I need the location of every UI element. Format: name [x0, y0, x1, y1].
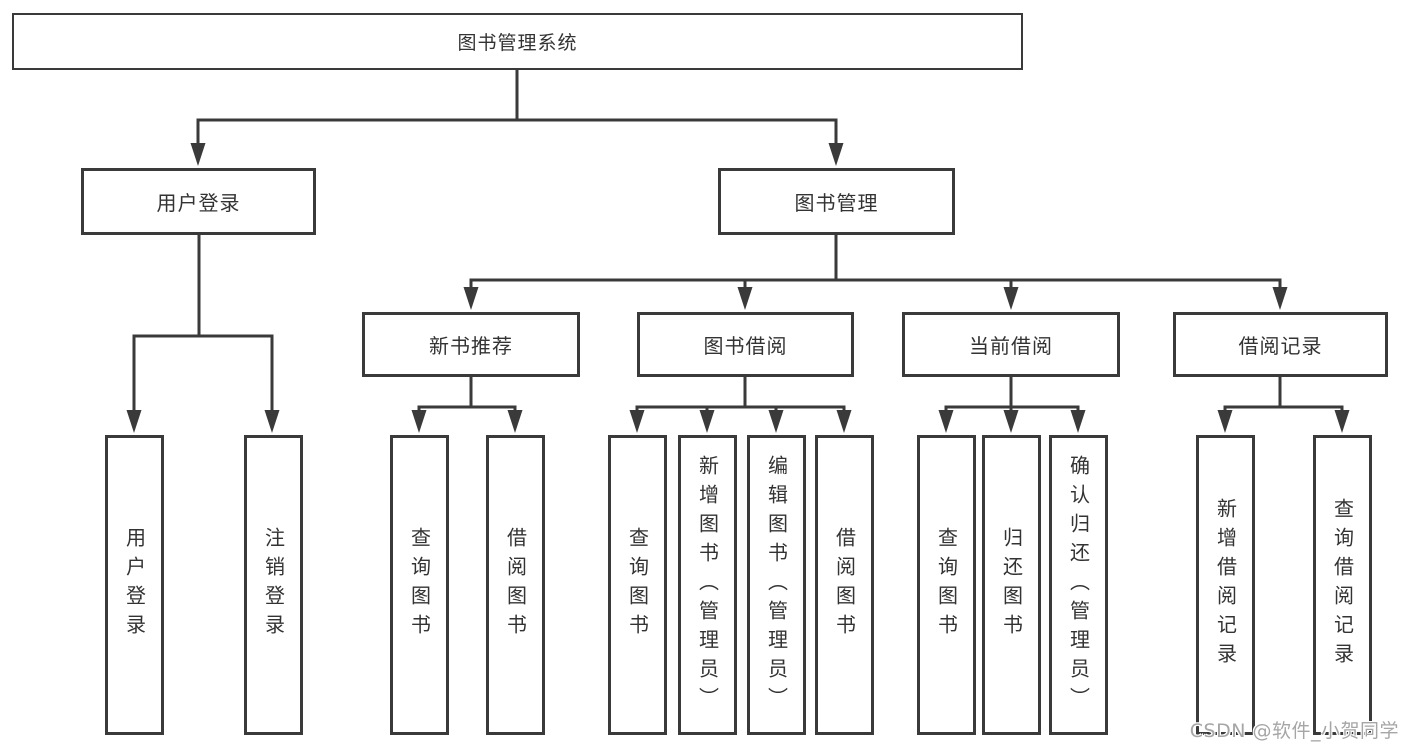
leaf-add-book-admin: 新增图书（管理员）	[678, 435, 737, 735]
node-label: 图书借阅	[703, 334, 788, 358]
node-label: 查询图书	[625, 527, 650, 643]
node-label: 归还图书	[999, 527, 1024, 643]
node-label: 图书管理系统	[457, 32, 578, 54]
leaf-query-book-under-borrowing: 查询图书	[608, 435, 667, 735]
leaf-query-book-under-current: 查询图书	[917, 435, 976, 735]
watermark: CSDN @软件_小贺同学	[1189, 720, 1399, 742]
node-label: 编辑图书（管理员）	[764, 454, 789, 716]
connector-borrowing-records-split	[1217, 377, 1350, 433]
node-user-login: 用户登录	[81, 168, 316, 235]
node-label: 新书推荐	[429, 334, 513, 358]
leaf-logout-login: 注销登录	[244, 435, 303, 735]
node-label: 用户登录	[156, 191, 241, 215]
connector-book-borrowing-split	[629, 377, 852, 433]
node-label: 借阅图书	[832, 527, 857, 643]
node-label: 查询借阅记录	[1330, 498, 1355, 672]
leaf-query-borrow-record: 查询借阅记录	[1313, 435, 1372, 735]
connector-new-book-recommend-split	[411, 377, 523, 433]
leaf-add-borrow-record: 新增借阅记录	[1196, 435, 1255, 735]
connector-book-management-split	[463, 235, 1288, 310]
leaf-borrow-book-under-recommend: 借阅图书	[486, 435, 545, 735]
leaf-return-book: 归还图书	[982, 435, 1041, 735]
node-label: 借阅记录	[1238, 334, 1323, 358]
node-label: 查询图书	[934, 527, 959, 643]
node-label: 确认归还（管理员）	[1066, 454, 1091, 716]
connector-current-borrowing-split	[938, 377, 1086, 433]
node-label: 注销登录	[261, 527, 286, 643]
leaf-query-book-under-recommend: 查询图书	[390, 435, 449, 735]
node-current-borrowing: 当前借阅	[902, 312, 1120, 377]
node-label: 图书管理	[794, 191, 879, 215]
node-label: 新增图书（管理员）	[695, 454, 720, 716]
node-borrowing-records: 借阅记录	[1173, 312, 1388, 377]
node-root: 图书管理系统	[12, 13, 1023, 70]
node-label: 借阅图书	[503, 527, 528, 643]
node-label: 当前借阅	[969, 334, 1053, 358]
leaf-confirm-return-admin: 确认归还（管理员）	[1049, 435, 1108, 735]
leaf-user-login: 用户登录	[105, 435, 164, 735]
node-new-book-recommend: 新书推荐	[362, 312, 580, 377]
node-label: 查询图书	[407, 527, 432, 643]
node-label: 用户登录	[122, 527, 147, 643]
leaf-borrow-book-under-borrowing: 借阅图书	[815, 435, 874, 735]
leaf-edit-book-admin: 编辑图书（管理员）	[747, 435, 806, 735]
node-label: 新增借阅记录	[1213, 498, 1238, 672]
connector-root-split	[190, 70, 844, 166]
connector-user-login-split	[126, 235, 280, 433]
node-book-management: 图书管理	[718, 168, 955, 235]
node-book-borrowing: 图书借阅	[637, 312, 854, 377]
